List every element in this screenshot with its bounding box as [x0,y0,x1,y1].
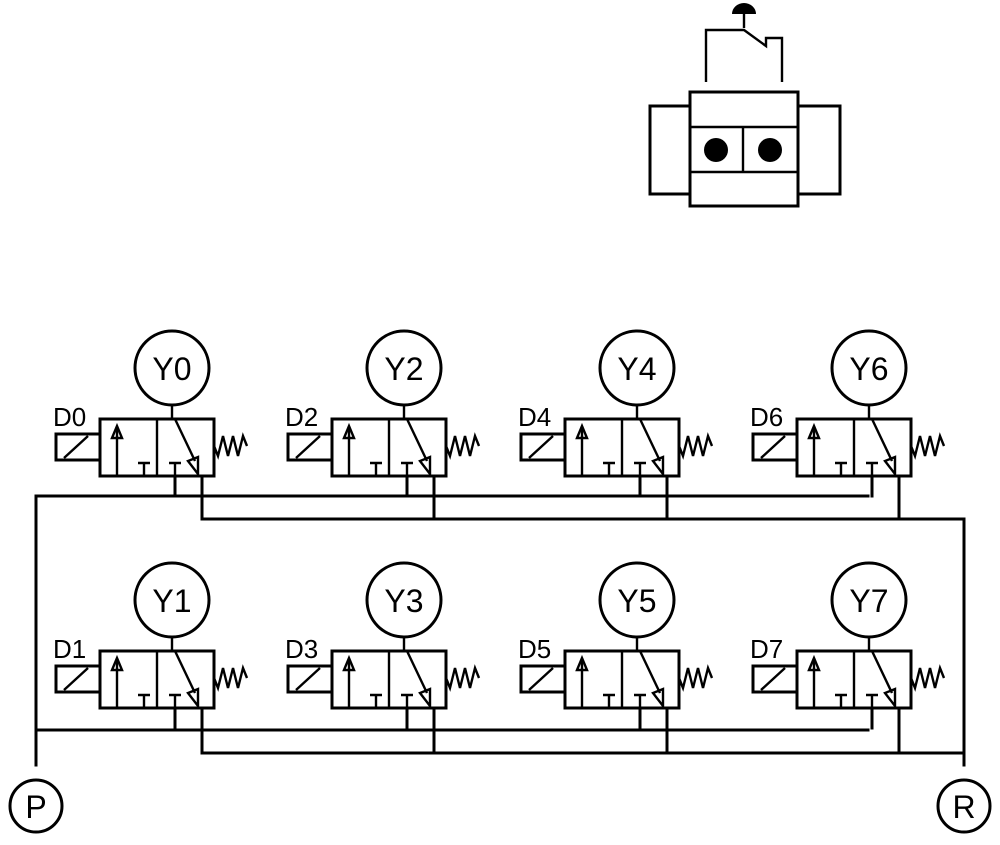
coil-label: Y5 [617,583,656,619]
coil-circle [365,561,443,639]
coil-label: Y4 [617,351,656,387]
supply-pipe-network [34,494,870,767]
exhaust-pipe-network [200,517,966,767]
coil-circle [598,561,676,639]
spring-icon [909,432,946,460]
solenoid-icon [519,432,567,462]
spring-icon [909,664,946,692]
switch-label: D2 [285,402,318,432]
switch-label: D7 [750,634,783,664]
switch-label: D0 [53,402,86,432]
coil-label: Y1 [152,583,191,619]
spring-icon [444,664,481,692]
solenoid-icon [54,432,102,462]
coil-label: Y2 [384,351,423,387]
coil-circle [830,329,908,407]
switch-label: D3 [285,634,318,664]
coil-label: Y7 [849,583,888,619]
switch-label: D5 [518,634,551,664]
spring-icon [677,432,714,460]
switch-label: D4 [518,402,551,432]
coil-label: Y6 [849,351,888,387]
top-pushbutton-valve-icon [648,3,842,208]
coil-circle [133,329,211,407]
exhaust-port-label: R [952,789,975,825]
solenoid-icon [751,432,799,462]
solenoid-icon [286,432,334,462]
coil-circle [598,329,676,407]
solenoid-icon [286,664,334,694]
switch-label: D6 [750,402,783,432]
spring-icon [677,664,714,692]
coil-circle [133,561,211,639]
coil-label: Y0 [152,351,191,387]
exhaust-port: R [936,778,992,834]
coil-circle [365,329,443,407]
spring-icon [444,432,481,460]
spring-icon [212,664,249,692]
solenoid-icon [519,664,567,694]
switch-label: D1 [53,634,86,664]
coil-label: Y3 [384,583,423,619]
solenoid-icon [751,664,799,694]
coil-circle [830,561,908,639]
supply-port: P [8,778,64,834]
spring-icon [212,432,249,460]
solenoid-icon [54,664,102,694]
supply-port-label: P [25,789,46,825]
